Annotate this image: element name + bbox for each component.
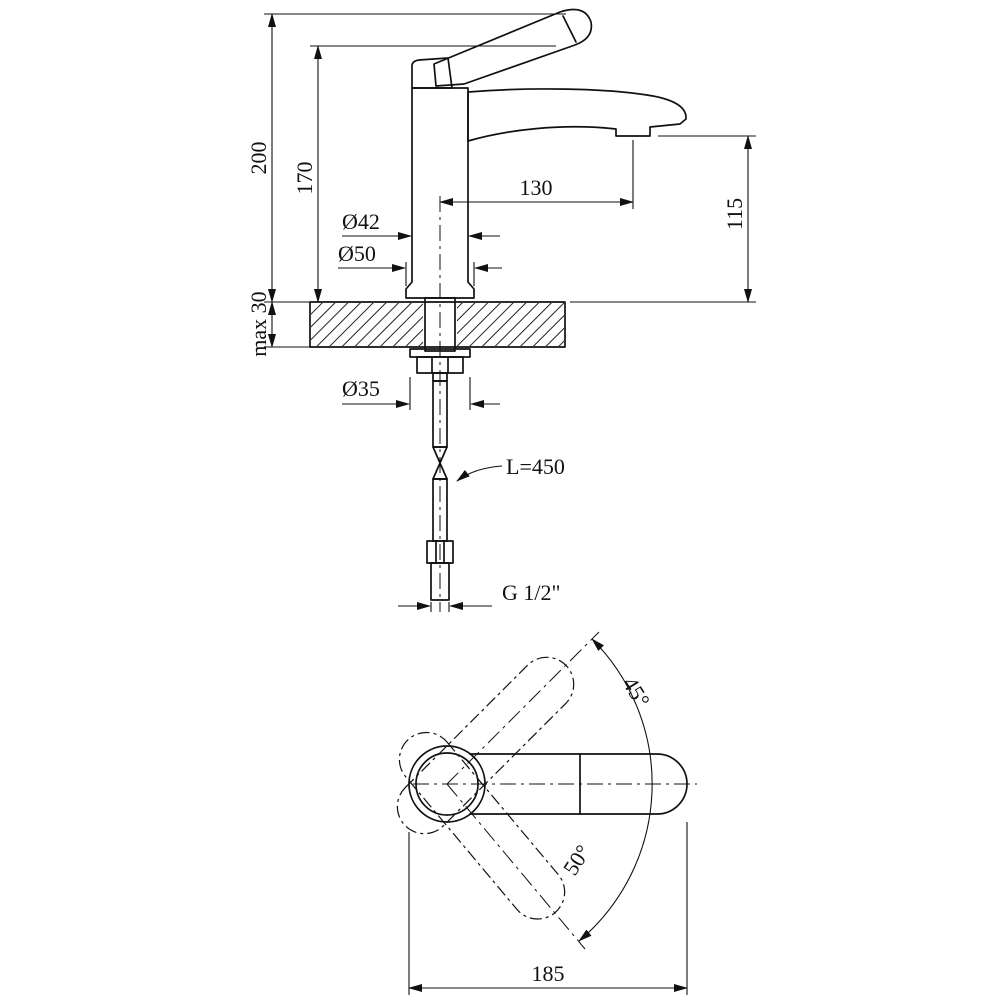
hose-break-upper (432, 446, 448, 464)
dimension-hole-diameter: Ø35 (342, 376, 500, 410)
dimension-label-hose-length: L=450 (506, 454, 565, 479)
dimension-label-185: 185 (532, 961, 565, 986)
dimension-label-170: 170 (292, 162, 317, 195)
leader-line (456, 465, 503, 482)
dimension-spout-reach: 130 (439, 140, 634, 209)
countertop-and-mounting (309, 196, 566, 612)
threaded-end-tube (430, 562, 450, 601)
countertop-hatch-right (457, 303, 564, 346)
faucet-body (405, 87, 475, 299)
handle-phantom-up (396, 656, 575, 835)
swing-angle-arc (578, 638, 653, 942)
dimension-base-diameter: Ø50 (338, 241, 502, 286)
dimension-label-d35: Ø35 (342, 376, 380, 401)
dimension-hose-length: L=450 (456, 454, 565, 482)
dimension-deck-thickness: max 30 (246, 291, 310, 357)
dimension-height-to-handle: 170 (292, 45, 556, 303)
dimension-label-d50: Ø50 (338, 241, 376, 266)
spout-top-outline (469, 753, 688, 815)
angle-label-50: 50° (558, 840, 596, 879)
handle-axis-down (446, 783, 586, 950)
side-view-faucet (405, 8, 687, 299)
top-view-faucet (396, 631, 697, 950)
dimension-body-diameter: Ø42 (342, 209, 500, 240)
handle-tip-detail-line (562, 15, 577, 43)
dimension-total-height: 200 (246, 13, 566, 303)
dimension-label-d42: Ø42 (342, 209, 380, 234)
faucet-spout (467, 88, 687, 142)
side-view-dimensions: 200 170 max 30 130 115 (246, 13, 756, 612)
dimension-label-thread: G 1/2" (502, 580, 560, 605)
dimension-label-max30: max 30 (246, 291, 271, 356)
body-inner-circle (415, 752, 479, 816)
handle-axis-up (446, 631, 600, 785)
handle-cap (411, 57, 453, 89)
handle-lever (433, 8, 593, 87)
dimension-spout-height: 115 (570, 135, 756, 303)
countertop (309, 301, 566, 348)
countertop-hatch-left (311, 303, 423, 346)
dimension-overall-length: 185 (408, 822, 688, 995)
handle-phantom-down (398, 731, 566, 920)
dimension-thread: G 1/2" (398, 580, 560, 612)
dimension-label-130: 130 (520, 175, 553, 200)
dimension-label-200: 200 (246, 142, 271, 175)
top-view-dimensions: 45° 50° 185 (408, 638, 688, 995)
dimension-label-115: 115 (722, 198, 747, 230)
